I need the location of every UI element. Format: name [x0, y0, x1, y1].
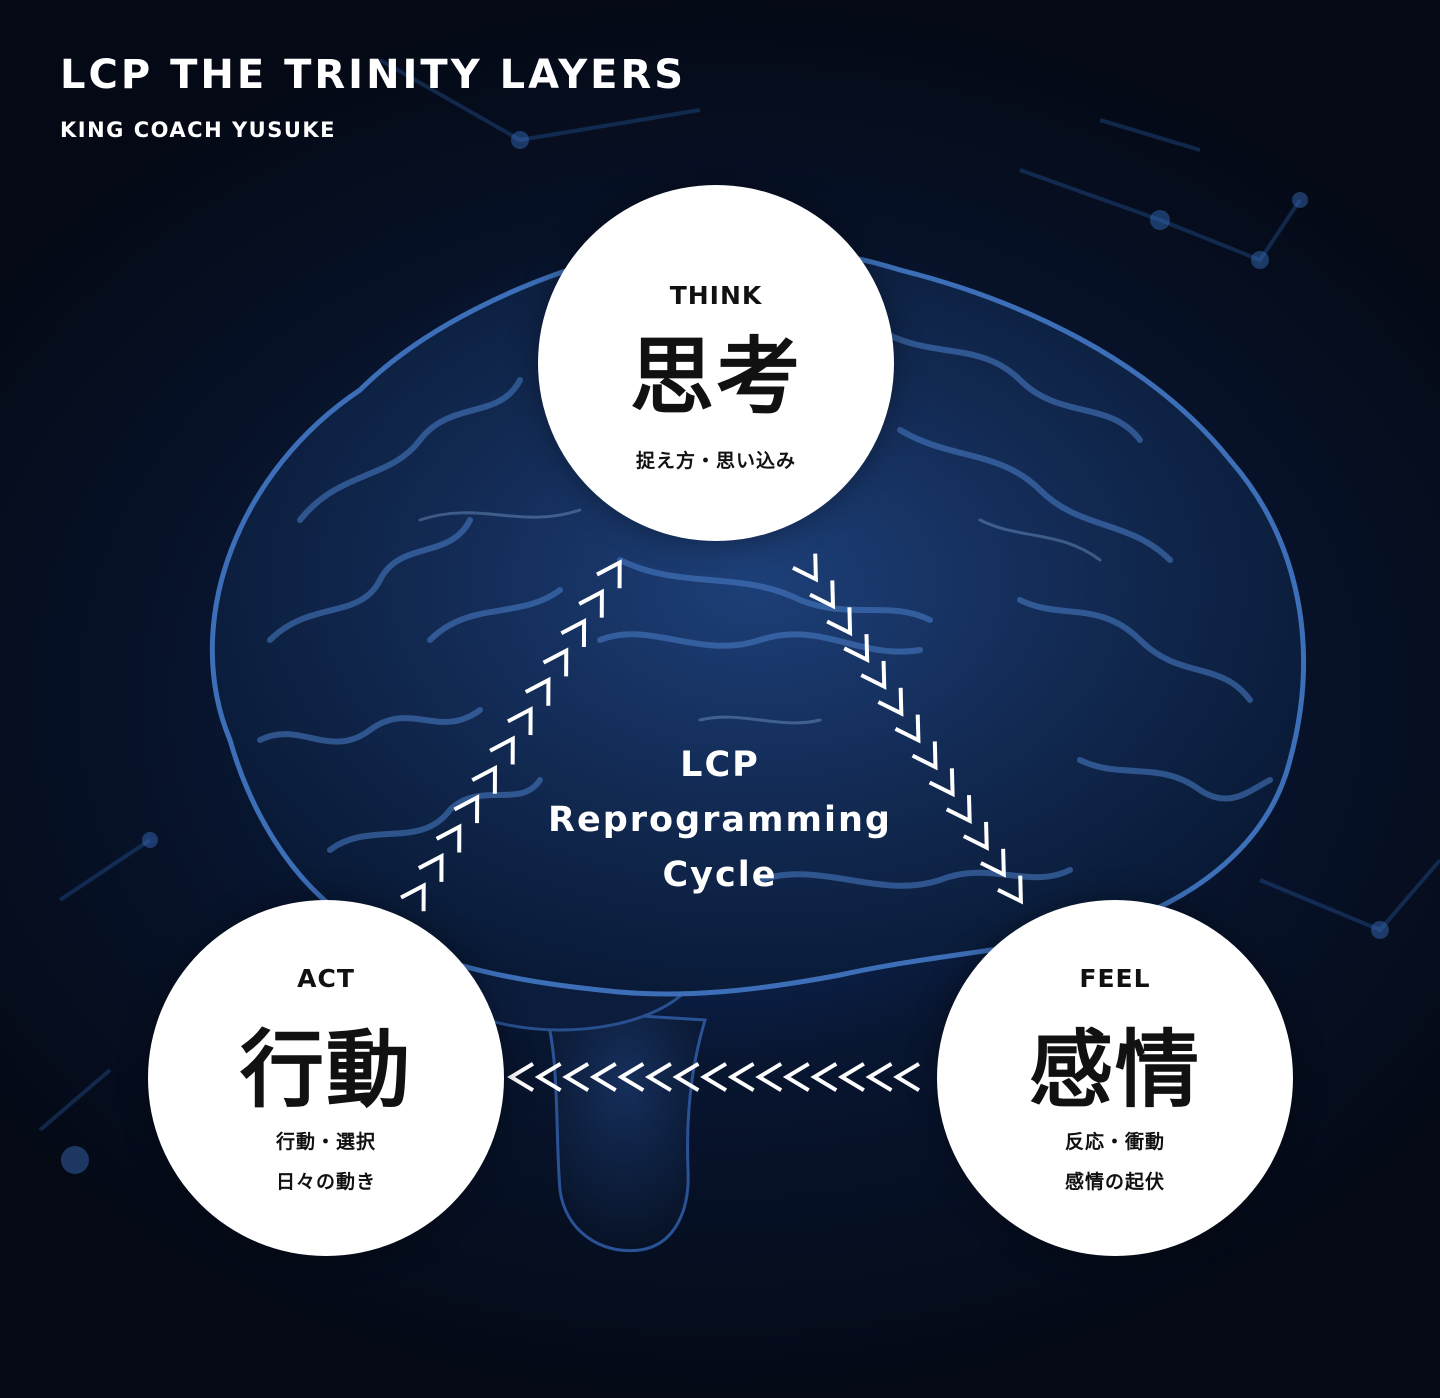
arrow-think-to-feel-chevron	[962, 821, 989, 851]
arrow-act-to-think-chevron	[596, 559, 622, 589]
node-act-desc-line2: 日々の動き	[275, 1171, 376, 1193]
arrow-think-to-feel-chevron	[945, 795, 972, 825]
arrow-think-to-feel-chevron	[809, 580, 836, 610]
arrow-think-to-feel-chevron	[928, 768, 955, 798]
arrow-feel-to-act-chevron	[672, 1062, 700, 1092]
brain-gyri	[257, 327, 1273, 889]
arrow-feel-to-act-chevron	[810, 1062, 838, 1092]
arrow-feel-to-act-chevron	[644, 1062, 672, 1092]
node-act-desc: 行動・選択 日々の動き	[148, 1122, 504, 1202]
network-lines	[38, 58, 1440, 1132]
arrow-act-to-think-chevron	[560, 617, 587, 647]
arrow-think-to-feel-chevron	[792, 553, 818, 583]
arrow-feel-to-act-chevron	[589, 1062, 617, 1092]
arrow-think-to-feel	[792, 553, 1023, 905]
arrow-act-to-think	[400, 559, 622, 912]
arrow-think-to-feel-chevron	[843, 634, 870, 664]
arrow-feel-to-act-chevron	[507, 1062, 535, 1092]
arrow-act-to-think-chevron	[578, 588, 604, 618]
arrow-act-to-think-chevron	[506, 706, 533, 736]
node-think-desc-line1: 捉え方・思い込み	[635, 450, 796, 472]
arrow-feel-to-act-chevron	[700, 1062, 728, 1092]
page-subtitle: KING COACH YUSUKE	[60, 118, 337, 142]
node-feel-desc-line1: 反応・衝動	[1064, 1131, 1165, 1153]
arrow-feel-to-act-chevron	[617, 1062, 645, 1092]
cycle-label-line2: Reprogramming	[548, 800, 892, 840]
arrow-think-to-feel-chevron	[979, 848, 1006, 878]
arrow-feel-to-act-chevron	[865, 1062, 893, 1092]
arrow-think-to-feel-chevron	[997, 875, 1023, 905]
node-feel-jp: 感情	[1028, 1021, 1201, 1119]
node-feel: FEEL 感情 反応・衝動 感情の起伏	[937, 900, 1293, 1256]
arrow-think-to-feel-chevron	[877, 687, 904, 717]
arrow-think-to-feel-chevron	[911, 741, 938, 771]
node-feel-desc: 反応・衝動 感情の起伏	[937, 1122, 1293, 1202]
arrow-act-to-think-chevron	[400, 882, 426, 912]
node-think-en: THINK	[669, 281, 763, 310]
cycle-label-line3: Cycle	[662, 855, 778, 895]
node-act-jp: 行動	[239, 1021, 412, 1119]
arrow-think-to-feel-chevron	[894, 714, 921, 744]
arrow-act-to-think-chevron	[417, 852, 444, 882]
brain-highlights	[418, 508, 1102, 725]
node-act-en: ACT	[297, 964, 355, 993]
arrow-feel-to-act-chevron	[755, 1062, 783, 1092]
arrow-act-to-think-chevron	[453, 794, 480, 824]
node-act: ACT 行動 行動・選択 日々の動き	[148, 900, 504, 1256]
arrow-feel-to-act-chevron	[727, 1062, 755, 1092]
arrow-feel-to-act-chevron	[893, 1062, 921, 1092]
brain-stem	[542, 1008, 707, 1253]
cycle-label-line1: LCP	[680, 745, 760, 785]
network-nodes	[61, 131, 1389, 1174]
arrow-think-to-feel-chevron	[860, 660, 887, 690]
node-act-desc-line1: 行動・選択	[275, 1131, 376, 1153]
arrow-feel-to-act-chevron	[534, 1062, 562, 1092]
arrow-act-to-think-chevron	[435, 823, 462, 853]
arrow-act-to-think-chevron	[471, 764, 497, 794]
arrow-feel-to-act-chevron	[562, 1062, 590, 1092]
page-title: LCP THE TRINITY LAYERS	[60, 52, 687, 98]
arrow-think-to-feel-chevron	[826, 607, 853, 637]
arrow-feel-to-act-chevron	[782, 1062, 810, 1092]
arrow-feel-to-act	[507, 1062, 921, 1092]
node-think-jp: 思考	[629, 328, 802, 426]
cycle-label: LCP Reprogramming Cycle	[500, 738, 940, 903]
node-think: THINK 思考 捉え方・思い込み	[538, 185, 894, 541]
arrow-act-to-think-chevron	[524, 676, 551, 706]
arrow-act-to-think-chevron	[542, 647, 569, 677]
brain-body	[209, 241, 1306, 997]
arrow-feel-to-act-chevron	[837, 1062, 865, 1092]
arrow-act-to-think-chevron	[489, 735, 515, 765]
node-feel-desc-line2: 感情の起伏	[1064, 1171, 1165, 1193]
node-think-desc: 捉え方・思い込み	[538, 441, 894, 481]
node-feel-en: FEEL	[1079, 964, 1151, 993]
